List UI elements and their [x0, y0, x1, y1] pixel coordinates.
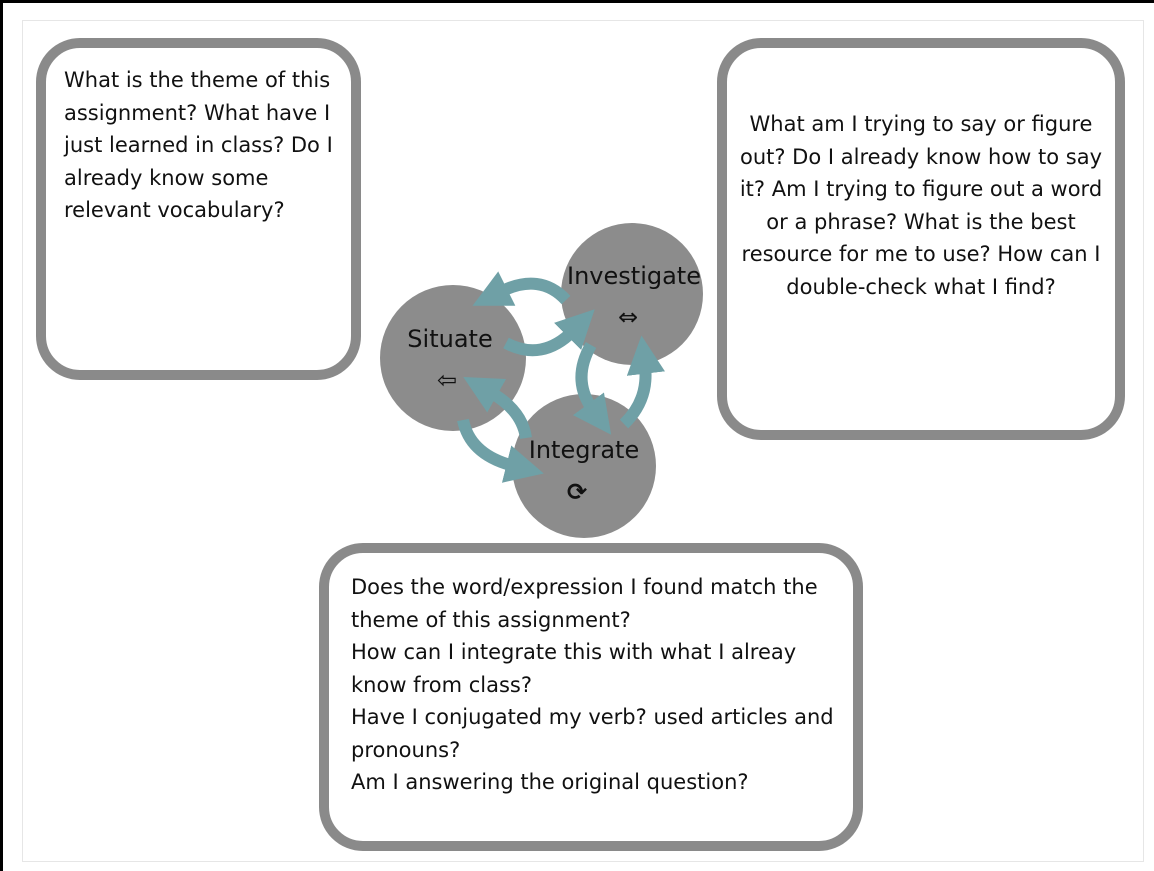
integrate-node	[512, 394, 656, 538]
left-arrow-icon: ⇦	[437, 366, 457, 394]
arrow-situate-to-integrate	[457, 418, 544, 483]
investigate-label: Investigate	[567, 262, 701, 290]
arrow-investigate-to-situate	[472, 271, 571, 306]
investigate-question-box: What am I trying to say or figure out? D…	[717, 38, 1125, 440]
cycle-arrows	[457, 271, 665, 483]
integrate-question-2: How can I integrate this with what I alr…	[351, 640, 797, 697]
integrate-question-3: Have I conjugated my verb? used articles…	[351, 705, 834, 762]
investigate-questions-text: What am I trying to say or figure out? D…	[739, 112, 1103, 299]
cycle-arrow-icon: ⟳	[567, 478, 587, 506]
integrate-question-4: Am I answering the original question?	[351, 770, 749, 794]
arrow-investigate-to-integrate	[572, 342, 612, 435]
situate-question-box: What is the theme of this assignment? Wh…	[36, 38, 361, 380]
left-right-arrow-icon: ⇔	[618, 303, 638, 331]
integrate-question-1: Does the word/expression I found match t…	[351, 575, 818, 632]
situate-questions-text: What is the theme of this assignment? Wh…	[64, 68, 333, 222]
situate-label: Situate	[407, 325, 492, 353]
integrate-question-box: Does the word/expression I found match t…	[319, 543, 863, 851]
arrow-integrate-to-investigate	[619, 335, 665, 429]
arrow-situate-to-investigate	[503, 309, 595, 357]
investigate-node	[561, 223, 703, 365]
arrow-integrate-to-situate	[463, 376, 532, 440]
integrate-label: Integrate	[529, 436, 639, 464]
